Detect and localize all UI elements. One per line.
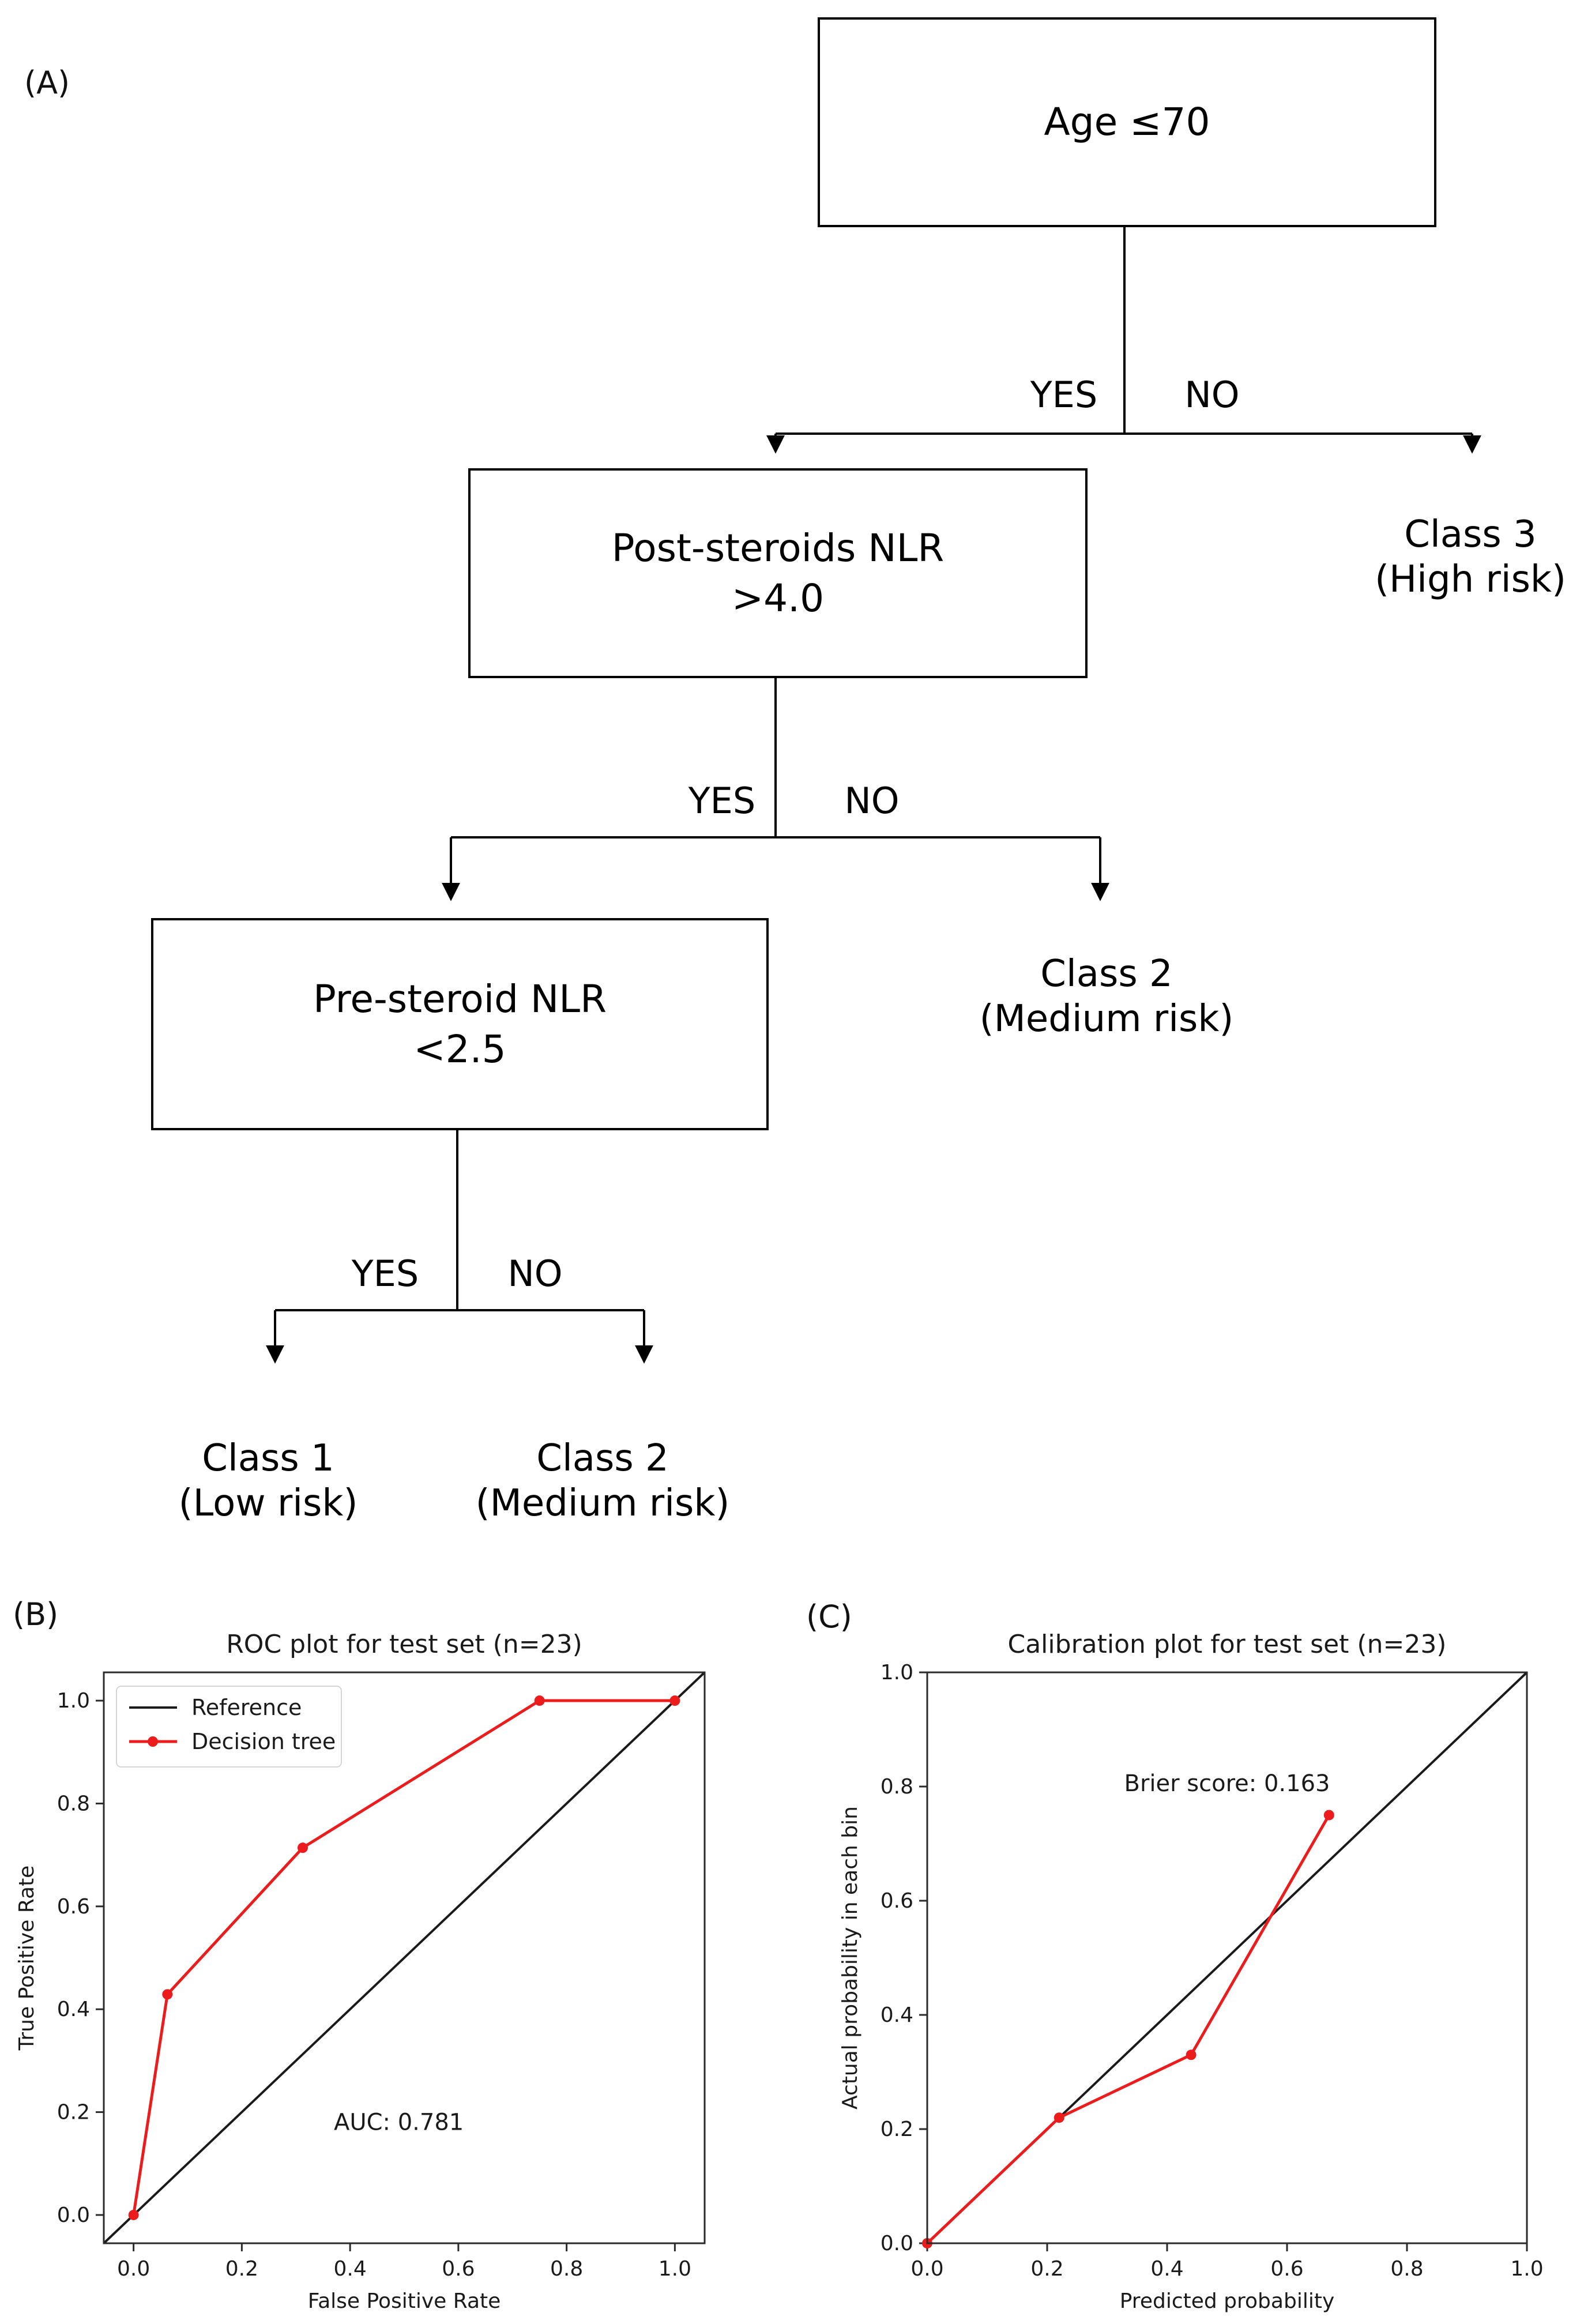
y-tick-label: 0.8: [57, 1792, 90, 1815]
leaf-class2-low-line1: Class 2: [536, 1437, 669, 1480]
panel-b-label: (B): [13, 1596, 59, 1633]
leaf-class3: Class 3 (High risk): [1320, 512, 1584, 602]
x-tick-label: 0.6: [1270, 2257, 1303, 2281]
chart-title: ROC plot for test set (n=23): [226, 1630, 582, 1659]
x-axis-label: False Positive Rate: [308, 2289, 501, 2313]
y-tick-label: 1.0: [57, 1689, 90, 1713]
x-tick-label: 0.0: [117, 2257, 150, 2281]
split1-yes-label: YES: [1030, 374, 1098, 416]
data-point: [534, 1695, 545, 1706]
leaf-class1-low: Class 1 (Low risk): [118, 1436, 418, 1526]
node-pre-steroid-nlr: Pre-steroid NLR <2.5: [151, 918, 769, 1130]
calibration-chart: Calibration plot for test set (n=23) Pred…: [838, 1630, 1544, 2313]
y-tick-label: 0.6: [57, 1895, 90, 1919]
y-tick-label: 0.4: [881, 2003, 913, 2027]
y-tick-label: 0.4: [57, 1998, 90, 2021]
leaf-class2-low: Class 2 (Medium risk): [453, 1436, 753, 1526]
data-point: [128, 2209, 139, 2220]
node-age-text: Age ≤70: [1044, 100, 1210, 145]
data-point: [1054, 2112, 1064, 2123]
y-tick-label: 0.2: [57, 2101, 90, 2124]
leaf-class2-medium-line1: Class 2: [1040, 953, 1173, 995]
y-tick-label: 0.2: [881, 2118, 913, 2141]
axes-frame: [103, 1671, 706, 2244]
leaf-class3-line1: Class 3: [1404, 513, 1537, 556]
split3-yes-label: YES: [351, 1253, 419, 1295]
node-age: Age ≤70: [818, 17, 1436, 227]
x-tick-label: 0.8: [550, 2257, 583, 2281]
series-calibration-curve: [926, 1814, 1330, 2244]
x-tick-label: 0.8: [1390, 2257, 1423, 2281]
leaf-class2-medium: Class 2 (Medium risk): [957, 952, 1256, 1041]
panel-a-label: (A): [24, 65, 70, 101]
legend-entry-label: Decision tree: [191, 1729, 336, 1754]
panel-c-label: (C): [806, 1599, 852, 1635]
node-pre-line1: Pre-steroid NLR: [313, 976, 607, 1021]
chart-title: Calibration plot for test set (n=23): [1008, 1630, 1447, 1659]
leaf-class2-medium-line2: (Medium risk): [979, 998, 1234, 1041]
data-point: [1323, 1810, 1334, 1821]
x-tick-label: 1.0: [1510, 2257, 1543, 2281]
split3-no-label: NO: [507, 1253, 563, 1295]
x-tick-label: 1.0: [659, 2257, 691, 2281]
x-tick-label: 0.2: [225, 2257, 258, 2281]
y-axis-label: Actual probability in each bin: [838, 1806, 862, 2109]
legend-entry-label: Reference: [191, 1695, 302, 1720]
series-reference: [103, 1671, 706, 2244]
tree-connectors: [266, 223, 1481, 1364]
node-pre-line2: <2.5: [413, 1027, 506, 1071]
y-tick-label: 0.0: [57, 2203, 90, 2227]
x-tick-label: 0.2: [1030, 2257, 1063, 2281]
x-tick-label: 0.0: [910, 2257, 943, 2281]
node-post-steroids-nlr: Post-steroids NLR >4.0: [468, 468, 1088, 678]
legend-sample-marker: [148, 1736, 158, 1747]
y-tick-label: 1.0: [881, 1661, 913, 1684]
node-post-line2: >4.0: [731, 576, 825, 621]
y-tick-label: 0.8: [881, 1775, 913, 1799]
x-tick-label: 0.4: [333, 2257, 366, 2281]
annotation: AUC: 0.781: [334, 2109, 464, 2135]
leaf-class3-line2: (High risk): [1375, 558, 1566, 601]
y-tick-label: 0.6: [881, 1889, 913, 1913]
split1-no-label: NO: [1184, 374, 1240, 416]
y-tick-label: 0.0: [881, 2232, 913, 2255]
leaf-class1-low-line2: (Low risk): [178, 1482, 358, 1525]
split2-yes-label: YES: [688, 780, 756, 822]
roc-chart: ROC plot for test set (n=23) False Positi…: [15, 1630, 706, 2313]
node-post-line1: Post-steroids NLR: [611, 525, 945, 570]
annotation: Brier score: 0.163: [1124, 1770, 1330, 1797]
y-axis-label: True Positive Rate: [15, 1866, 39, 2051]
data-point: [162, 1989, 173, 2000]
leaf-class1-low-line1: Class 1: [202, 1437, 334, 1480]
data-point: [669, 1695, 680, 1706]
x-tick-label: 0.4: [1150, 2257, 1183, 2281]
data-point: [1186, 2050, 1197, 2060]
axes-frame: [926, 1671, 1528, 2244]
split2-no-label: NO: [844, 780, 900, 822]
x-axis-label: Predicted probability: [1120, 2289, 1335, 2313]
x-tick-label: 0.6: [442, 2257, 475, 2281]
leaf-class2-low-line2: (Medium risk): [475, 1482, 730, 1525]
data-point: [297, 1842, 308, 1853]
